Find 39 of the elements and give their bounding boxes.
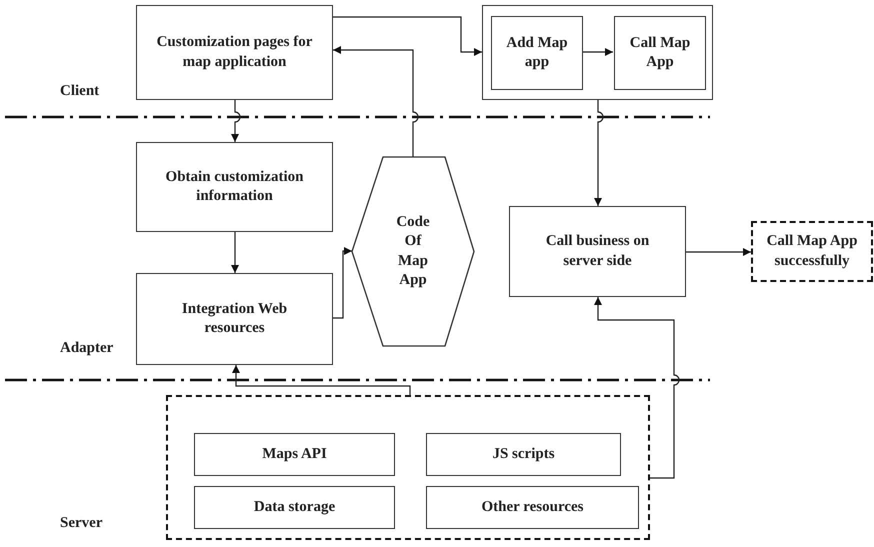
arrow [333, 16, 482, 56]
node-text: Obtain customization information [164, 168, 304, 206]
layer-label: Client [60, 83, 100, 100]
layer-label: Server [60, 515, 102, 532]
process-box [136, 142, 333, 232]
node-text: Call business on server side [544, 232, 650, 270]
node-text: JS scripts [491, 444, 556, 464]
arrow [231, 100, 241, 142]
node-text: Call Map App successfully [766, 232, 858, 270]
process-box [509, 206, 686, 297]
arrow [333, 247, 352, 319]
node-text: Data storage [252, 498, 336, 517]
layer-label: Adapter [60, 340, 114, 357]
node-text: Integration Web resources [180, 300, 288, 338]
node-text: Other resources [480, 498, 585, 517]
resource-box [426, 433, 621, 476]
node-text: Maps API [261, 444, 328, 464]
resource-box [426, 486, 639, 529]
arrow [333, 46, 419, 157]
arrow [594, 297, 680, 479]
node-text: Code Of Map App [395, 212, 431, 290]
result-box [751, 221, 873, 282]
arrow [231, 232, 239, 273]
process-box [491, 16, 583, 90]
arrow [232, 365, 411, 395]
arrow [582, 48, 613, 56]
arrow [686, 248, 751, 256]
node-text: Customization pages for map application [156, 33, 314, 72]
code-hexagon [352, 157, 474, 346]
process-box [614, 16, 706, 90]
resource-box [194, 486, 395, 529]
resources-group-box [166, 395, 650, 540]
process-box [136, 273, 333, 365]
group-box [482, 5, 713, 100]
node-text: Add Map app [505, 34, 569, 72]
resource-box [194, 433, 395, 476]
node-text: Call Map App [628, 34, 692, 72]
process-box [136, 5, 333, 100]
arrow [594, 100, 604, 206]
